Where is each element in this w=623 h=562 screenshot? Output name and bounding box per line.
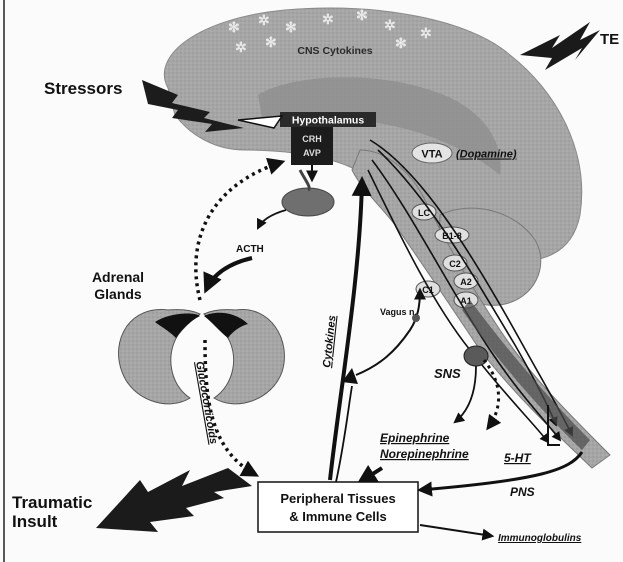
pituitary-stalk (300, 170, 309, 190)
spinal-tract-shading (462, 300, 590, 450)
peripheral-label-line1: Peripheral Tissues (280, 491, 395, 506)
traumatic-label-line1: Traumatic (12, 493, 92, 512)
svg-text:✻: ✻ (228, 19, 240, 35)
traumatic-label-line2: Insult (12, 512, 58, 531)
acth-label: ACTH (236, 244, 264, 255)
stressors-label: Stressors (44, 79, 122, 98)
avp-label: AVP (303, 148, 321, 158)
sns-label: SNS (434, 366, 461, 381)
five-ht-label: 5-HT (504, 451, 532, 465)
adrenal-label-line2: Glands (94, 286, 142, 302)
catecholamine-to-tissue-arrow (360, 468, 382, 482)
svg-text:✻: ✻ (356, 7, 368, 23)
vta-label: VTA (421, 149, 442, 161)
svg-text:✲: ✲ (235, 39, 247, 55)
svg-text:✲: ✲ (384, 17, 396, 33)
pituitary-to-acth-arrow (258, 210, 286, 228)
pituitary-shape (282, 188, 334, 216)
adrenal-label-line1: Adrenal (92, 269, 144, 285)
vagus-nerve-arrow (356, 290, 420, 375)
cytokines-label: Cytokines (321, 315, 338, 369)
immunoglobulins-arrow (420, 525, 492, 536)
svg-text:✲: ✲ (322, 11, 334, 27)
a2-label: A2 (460, 277, 472, 287)
traumatic-lightning-icon (96, 468, 252, 532)
hypothalamus-label: Hypothalamus (292, 115, 365, 127)
svg-text:✻: ✻ (265, 34, 277, 50)
peripheral-tissues-box (258, 482, 418, 532)
te-label: TE (600, 31, 619, 48)
svg-text:✲: ✲ (258, 12, 270, 28)
acth-to-adrenal-arrow (206, 258, 252, 290)
crh-avp-box (291, 127, 333, 165)
cns-cytokines-label: CNS Cytokines (297, 45, 372, 57)
svg-text:✻: ✻ (285, 19, 297, 35)
te-lightning-icon (520, 22, 600, 70)
sns-ganglion (464, 346, 488, 366)
svg-text:✻: ✻ (395, 35, 407, 51)
glucocorticoids-label: Glucocorticoids (193, 360, 219, 445)
epinephrine-label: Epinephrine (380, 431, 450, 445)
immunoglobulins-label: Immunoglobulins (498, 533, 582, 544)
norepinephrine-label: Norepinephrine (380, 447, 469, 461)
pns-label: PNS (510, 485, 535, 499)
dopamine-label: (Dopamine) (456, 149, 517, 161)
peripheral-label-line2: & Immune Cells (289, 509, 387, 524)
crh-label: CRH (302, 134, 322, 144)
glucocorticoid-feedback-dotted (196, 162, 282, 300)
vagus-label: Vagus n. (380, 307, 417, 317)
c2-label: C2 (449, 259, 461, 269)
svg-text:✲: ✲ (420, 25, 432, 41)
